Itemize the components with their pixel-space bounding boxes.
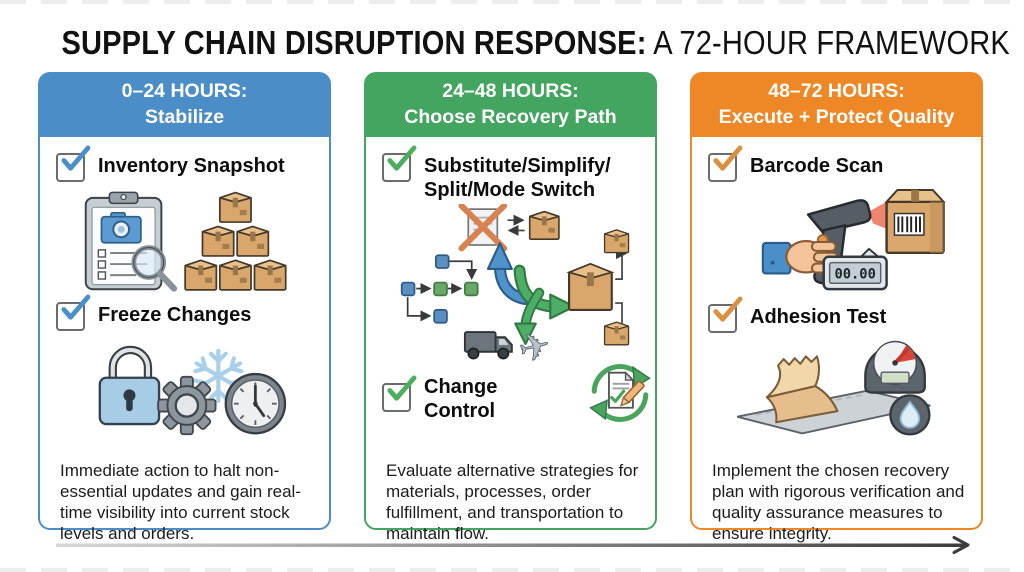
checklist-item-change-control: Change Control (382, 364, 655, 430)
clock-icon (224, 372, 286, 435)
digital-display-icon: 00.00 (822, 247, 888, 291)
change-control-doc-icon (589, 364, 651, 422)
checklist-item-label: Change Control (424, 375, 498, 422)
timeline-arrow (56, 536, 988, 554)
checklist-item-barcode-scan: Barcode Scan (708, 145, 981, 182)
barcode-box-icon (883, 188, 946, 255)
card-stabilize-header: 0–24 HOURS: Stabilize (39, 73, 330, 137)
card-execute-header-line2: Execute + Protect Quality (718, 106, 955, 128)
checklist-item-label: Substitute/Simplify/ Split/Mode Switch (424, 155, 611, 201)
checklist-item-substitute: Substitute/Simplify/ Split/Mode Switch (382, 145, 655, 202)
clipboard-camera-magnifier-boxes-icon (84, 191, 287, 292)
card-choose-recovery-path: 24–48 HOURS: Choose Recovery Path Substi… (364, 72, 657, 543)
droplet-icon (888, 394, 931, 436)
checkbox-icon (382, 375, 417, 412)
tape-peel-gauge-icon (736, 340, 931, 436)
top-edge-dashes (0, 0, 1024, 4)
checklist-item-adhesion-test: Adhesion Test (708, 296, 981, 333)
inventory-snapshot-illustration (40, 190, 329, 294)
card-execute-description: Implement the chosen recovery plan with … (712, 461, 965, 543)
flowchart-icon (400, 254, 479, 324)
card-recovery-header-line2: Choose Recovery Path (404, 106, 617, 128)
checkbox-icon (708, 296, 743, 333)
checklist-item-label: Barcode Scan (750, 155, 884, 177)
checkbox-icon (56, 145, 91, 182)
card-execute-protect-quality: 48–72 HOURS: Execute + Protect Quality B… (690, 72, 983, 543)
page-title-bold: SUPPLY CHAIN DISRUPTION RESPONSE: (61, 24, 647, 61)
card-execute-header: 48–72 HOURS: Execute + Protect Quality (691, 73, 982, 137)
checklist-item-inventory-snapshot: Inventory Snapshot (56, 145, 329, 182)
card-stabilize-header-line1: 0–24 HOURS: (121, 80, 248, 103)
framework-columns: 0–24 HOURS: Stabilize Inventory Snapshot (38, 72, 983, 543)
recovery-options-diagram-icon: ✈ (400, 204, 629, 362)
card-stabilize-description: Immediate action to halt non-essential u… (60, 461, 301, 543)
checkbox-icon (56, 294, 91, 331)
svg-text:00.00: 00.00 (834, 266, 875, 282)
card-stabilize: 0–24 HOURS: Stabilize Inventory Snapshot (38, 72, 331, 543)
card-recovery-body: Substitute/Simplify/ Split/Mode Switch (366, 145, 655, 543)
checkbox-icon (708, 145, 743, 182)
tape-peel-icon (765, 355, 838, 424)
card-stabilize-header-line2: Stabilize (144, 106, 225, 128)
card-recovery-header-line1: 24–48 HOURS: (442, 80, 579, 103)
gauge-icon (863, 340, 926, 394)
bottom-edge-dashes (0, 568, 1024, 572)
truck-icon (463, 331, 513, 360)
card-execute-body: Barcode Scan (692, 145, 981, 543)
lock-gear-snowflake-clock-icon (98, 345, 286, 436)
plane-icon: ✈ (514, 323, 555, 362)
checkbox-icon (382, 145, 417, 182)
recovery-paths-illustration: ✈ (366, 204, 655, 362)
card-stabilize-body: Inventory Snapshot (40, 145, 329, 543)
card-execute-header-line1: 48–72 HOURS: (768, 80, 905, 103)
barcode-scan-illustration: 00.00 (692, 188, 981, 298)
checklist-item-label: Inventory Snapshot (98, 155, 285, 177)
checklist-item-label: Freeze Changes (98, 304, 252, 326)
checklist-item-label: Adhesion Test (750, 306, 887, 328)
page-title: SUPPLY CHAIN DISRUPTION RESPONSE: A 72-H… (61, 24, 1009, 62)
barcode-scanner-box-icon: 00.00 (761, 188, 946, 291)
page-title-regular: A 72-HOUR FRAMEWORK (646, 24, 1010, 61)
checklist-item-freeze-changes: Freeze Changes (56, 294, 329, 331)
card-recovery-description: Evaluate alternative strategies for mate… (386, 461, 639, 543)
gear-icon (156, 375, 216, 436)
split-boxes-icon (565, 229, 629, 346)
card-recovery-header: 24–48 HOURS: Choose Recovery Path (365, 73, 656, 137)
freeze-changes-illustration (40, 337, 329, 437)
adhesion-test-illustration (692, 335, 981, 439)
